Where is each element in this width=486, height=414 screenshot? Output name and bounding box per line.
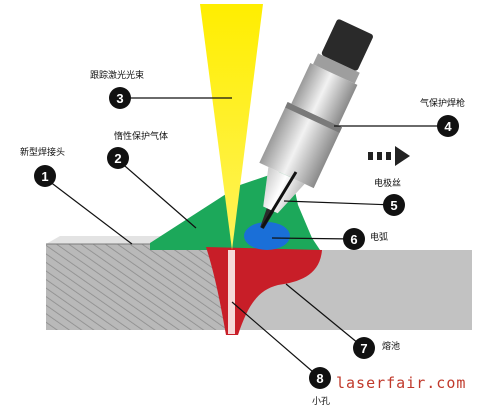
leader-lines — [44, 97, 448, 379]
leader-2 — [117, 159, 197, 229]
keyhole — [228, 250, 235, 334]
label-tracking-laser: 跟踪激光光束 — [90, 71, 145, 81]
marker-4: 4 — [437, 115, 459, 137]
marker-5: 5 — [383, 194, 405, 216]
watermark-text: laserfair.com — [336, 374, 467, 392]
marker-7: 7 — [353, 337, 375, 359]
marker-3-number: 3 — [116, 91, 123, 106]
torch-band — [285, 102, 343, 133]
marker-6: 6 — [343, 228, 365, 250]
marker-5-number: 5 — [390, 198, 397, 213]
marker-2-number: 2 — [114, 151, 121, 166]
torch-collar — [313, 53, 360, 84]
marker-6-number: 6 — [350, 232, 357, 247]
label-weld-pool: 熔池 — [382, 342, 401, 352]
marker-8-number: 8 — [316, 371, 323, 386]
gas-shielded-torch — [259, 19, 373, 229]
label-electrode-wire: 电极丝 — [374, 179, 402, 189]
tracking-laser-beam — [200, 4, 263, 250]
leader-8 — [231, 301, 321, 379]
marker-2: 2 — [107, 147, 129, 169]
marker-8: 8 — [309, 367, 331, 389]
label-new-weld-head: 新型焊接头 — [20, 148, 66, 158]
marker-3: 3 — [109, 87, 131, 109]
electrode-wire — [260, 171, 298, 229]
label-arc: 电弧 — [370, 233, 389, 243]
arc — [244, 222, 290, 250]
label-inert-gas: 惰性保护气体 — [114, 132, 169, 142]
workpiece-cut-face — [46, 244, 226, 330]
leader-7 — [285, 283, 365, 349]
marker-1-number: 1 — [41, 169, 48, 184]
welding-direction-arrow-icon — [368, 146, 410, 166]
torch-neck — [291, 62, 358, 126]
torch-cap — [321, 19, 373, 71]
leader-6 — [271, 237, 355, 240]
marker-4-number: 4 — [444, 119, 452, 134]
label-keyhole: 小孔 — [312, 397, 331, 407]
label-gas-torch: 气保护焊枪 — [420, 99, 466, 109]
marker-7-number: 7 — [360, 341, 367, 356]
leader-5 — [283, 200, 395, 206]
marker-1: 1 — [34, 165, 56, 187]
leader-1 — [44, 177, 133, 245]
